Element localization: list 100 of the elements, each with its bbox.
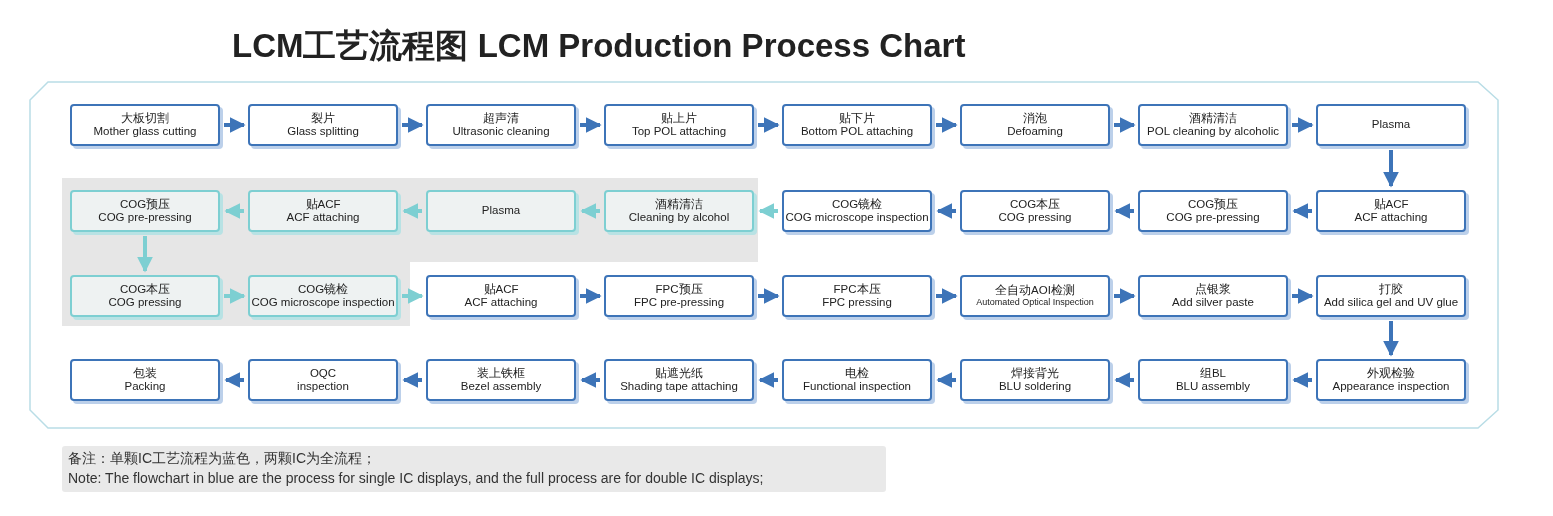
step-label: Cleaning by alcohol xyxy=(628,211,730,225)
process-box xyxy=(1316,190,1466,232)
step-title: 贴ACF xyxy=(1373,197,1409,211)
step-title: 贴遮光纸 xyxy=(655,366,703,380)
arrow xyxy=(402,372,422,388)
step-label: FPC pressing xyxy=(822,296,892,310)
arrow xyxy=(758,203,778,219)
process-box xyxy=(960,190,1110,232)
arrow xyxy=(1114,372,1134,388)
step-label: COG microscope inspection xyxy=(785,211,929,225)
arrow xyxy=(1383,150,1399,188)
process-box xyxy=(604,190,754,232)
step-label: Glass splitting xyxy=(287,125,359,139)
arrow xyxy=(580,203,600,219)
step-title: 打胶 xyxy=(1379,282,1403,296)
process-box xyxy=(248,190,398,232)
arrow xyxy=(1292,203,1312,219)
step-title: FPC预压 xyxy=(655,282,703,296)
step-title: FPC本压 xyxy=(833,282,881,296)
step-label: COG pressing xyxy=(108,296,182,310)
arrow xyxy=(1292,288,1314,304)
process-box xyxy=(782,190,932,232)
process-box xyxy=(604,104,754,146)
process-box xyxy=(426,190,576,232)
step-label: Add silica gel and UV glue xyxy=(1323,296,1459,310)
arrow xyxy=(580,288,602,304)
arrow xyxy=(137,236,153,273)
step-title: COG镜检 xyxy=(297,282,349,296)
step-label: COG pre-pressing xyxy=(1166,211,1260,225)
step-label: Appearance inspection xyxy=(1332,380,1450,394)
step-label: Plasma xyxy=(481,204,521,218)
step-title: 消泡 xyxy=(1023,111,1047,125)
process-box xyxy=(1138,359,1288,401)
step-label: Ultrasonic cleaning xyxy=(452,125,550,139)
process-box xyxy=(604,359,754,401)
step-label: COG pre-pressing xyxy=(98,211,192,225)
step-title: COG预压 xyxy=(1187,197,1239,211)
process-box xyxy=(248,359,398,401)
arrow xyxy=(1292,372,1312,388)
step-label: FPC pre-pressing xyxy=(633,296,725,310)
step-title: 组BL xyxy=(1199,366,1227,380)
process-box xyxy=(70,359,220,401)
step-label: Plasma xyxy=(1371,118,1411,132)
note-text: 备注：单颗IC工艺流程为蓝色，两颗IC为全流程； xyxy=(68,450,376,468)
step-title: 点银浆 xyxy=(1195,282,1231,296)
step-label: ACF attaching xyxy=(1354,211,1428,225)
process-box xyxy=(782,359,932,401)
step-label: Bottom POL attaching xyxy=(800,125,914,139)
step-label: Shading tape attaching xyxy=(620,380,738,394)
arrow xyxy=(224,203,244,219)
step-title: OQC xyxy=(309,366,337,380)
step-label: Defoaming xyxy=(1007,125,1063,139)
step-title: 焊接背光 xyxy=(1011,366,1059,380)
arrow xyxy=(224,288,246,304)
step-title: 酒精清洁 xyxy=(655,197,703,211)
arrow xyxy=(1114,288,1136,304)
step-title: COG本压 xyxy=(1009,197,1061,211)
step-label: Functional inspection xyxy=(802,380,911,394)
process-box xyxy=(960,359,1110,401)
step-label: Top POL attaching xyxy=(631,125,727,139)
step-title: 超声清 xyxy=(483,111,519,125)
process-box xyxy=(248,275,398,317)
process-box xyxy=(960,104,1110,146)
step-label: Bezel assembly xyxy=(460,380,542,394)
step-title: 全自动AOI检测 xyxy=(995,284,1075,298)
step-label: COG pressing xyxy=(998,211,1072,225)
step-label: inspection xyxy=(297,380,349,394)
step-label: ACF attaching xyxy=(464,296,538,310)
process-box xyxy=(604,275,754,317)
arrow xyxy=(580,372,600,388)
arrow xyxy=(224,372,244,388)
process-box xyxy=(1138,190,1288,232)
arrow xyxy=(402,117,424,133)
arrow xyxy=(936,203,956,219)
arrow xyxy=(936,372,956,388)
process-box xyxy=(426,275,576,317)
step-label: ACF attaching xyxy=(286,211,360,225)
step-label: Mother glass cutting xyxy=(93,125,197,139)
arrow xyxy=(758,288,780,304)
process-box xyxy=(248,104,398,146)
step-label: BLU assembly xyxy=(1175,380,1251,394)
arrow xyxy=(224,117,246,133)
process-box xyxy=(782,275,932,317)
step-title: 裂片 xyxy=(311,111,335,125)
step-title: COG预压 xyxy=(119,197,171,211)
arrow xyxy=(758,117,780,133)
process-box xyxy=(960,275,1110,317)
step-title: 贴ACF xyxy=(483,282,519,296)
arrow xyxy=(1114,117,1136,133)
step-label: COG microscope inspection xyxy=(251,296,395,310)
step-title: 电检 xyxy=(845,366,869,380)
step-title: 大板切割 xyxy=(121,111,169,125)
process-box xyxy=(70,104,220,146)
step-label: Add silver paste xyxy=(1172,296,1254,310)
step-title: 贴下片 xyxy=(839,111,875,125)
process-box xyxy=(1316,275,1466,317)
step-title: 贴ACF xyxy=(305,197,341,211)
process-box xyxy=(426,359,576,401)
arrow xyxy=(758,372,778,388)
note-text: Note: The flowchart in blue are the process for single IC displays, and the full process are for double IC displays; xyxy=(68,470,764,486)
